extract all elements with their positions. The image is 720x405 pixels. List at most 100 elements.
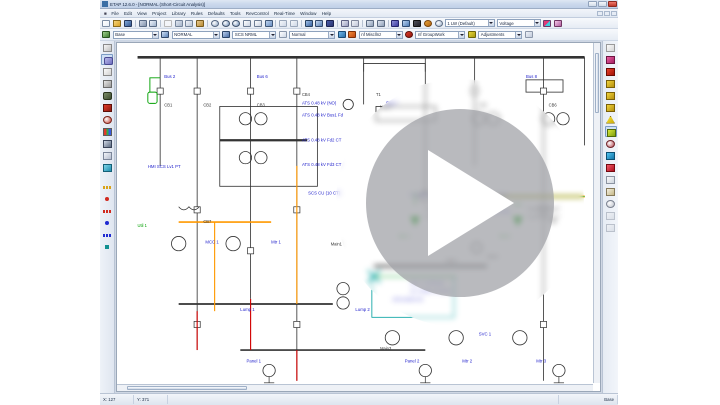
study-case-select[interactable]: SCS NRML [232,30,277,39]
generation-icon[interactable] [337,30,347,39]
menu-item-library[interactable]: Library [171,10,186,16]
led-red-icon[interactable] [101,194,113,205]
mdi-restore-button[interactable] [604,10,610,16]
marker-pen-icon[interactable] [101,102,113,113]
continuity-check-icon[interactable] [304,19,314,28]
revision-icon[interactable] [347,30,357,39]
maximize-button[interactable] [598,1,607,7]
annotation-icon[interactable] [340,19,350,28]
revision-select[interactable]: nf Miscllnz [358,30,403,39]
sort-ascending-icon[interactable] [350,19,360,28]
zoom-fit-icon[interactable] [210,19,220,28]
grid-icon[interactable] [524,30,534,39]
earth-ground-icon[interactable] [101,162,113,173]
help-icon[interactable] [434,19,444,28]
menu-item-file[interactable]: File [111,10,119,16]
adjustment-icon[interactable] [467,30,477,39]
short-circuit-study-icon[interactable] [605,42,617,53]
transformer-icon[interactable] [101,150,113,161]
arc-flash-icon[interactable] [605,102,617,113]
project-toolbar[interactable]: Base NORMAL SCS NRML Normal nf Miscllnz [100,29,618,41]
study-case-icon[interactable] [221,30,231,39]
report-manager-icon[interactable] [605,174,617,185]
copy-icon[interactable] [184,19,194,28]
font-increase-icon[interactable] [242,19,252,28]
display-chevron-down-icon[interactable] [533,20,540,26]
cut-icon[interactable] [174,19,184,28]
report-icon[interactable] [401,19,411,28]
mdi-minimize-button[interactable] [597,10,603,16]
font-decrease-icon[interactable] [253,19,263,28]
groupwork-select[interactable]: nf GroupWork [415,30,466,39]
save-project-icon[interactable] [123,19,133,28]
device-info-icon[interactable] [605,150,617,161]
loading-chevron-down-icon[interactable] [328,31,335,38]
led-teal-icon[interactable] [101,242,113,253]
report-edit-icon[interactable] [605,186,617,197]
menu-item-rules[interactable]: Rules [190,10,203,16]
marker-highlight-icon[interactable] [604,126,617,137]
zoom-out-icon[interactable] [231,19,241,28]
vertical-scroll-thumb[interactable] [595,53,599,113]
horizontal-scroll-thumb[interactable] [127,386,247,390]
menu-item-tools[interactable]: Tools [229,10,241,16]
print-preview-icon[interactable] [148,19,158,28]
base-select[interactable]: Base [112,30,159,39]
warning-triangle-icon[interactable] [605,114,617,125]
chart-bar-icon[interactable] [101,126,113,137]
loading-select[interactable]: Normal [289,30,336,39]
print-icon[interactable] [138,19,148,28]
undo-icon[interactable] [278,19,288,28]
refresh-icon[interactable] [423,19,433,28]
analysis-toolbar-right[interactable] [602,41,618,393]
motor-acceleration-icon[interactable] [605,66,617,77]
alert-view-icon[interactable] [605,138,617,149]
adjustment-select[interactable]: Adjustments [478,30,523,39]
forward-nav-icon[interactable] [376,19,386,28]
menu-item-defaults[interactable]: Defaults [207,10,225,16]
menubar[interactable]: ■ File Edit View Project Library Rules D… [100,9,618,18]
loading-category-icon[interactable] [278,30,288,39]
vertical-scrollbar[interactable] [593,43,600,383]
menu-item-help[interactable]: Help [321,10,332,16]
theme-icon[interactable] [390,19,400,28]
close-button[interactable] [608,1,617,7]
configuration-chevron-down-icon[interactable] [212,31,219,38]
presentation-select[interactable]: 1 LW (Default) [444,19,495,27]
led-blue-icon[interactable] [101,218,113,229]
magnifier-tool-icon[interactable] [101,66,113,77]
led-row-red-icon[interactable] [101,206,113,217]
edit-toolbar-left[interactable] [100,41,115,393]
main-toolbar[interactable]: 1 LW (Default) Voltage [100,18,618,29]
zoom-in-icon[interactable] [221,19,231,28]
select-pointer-icon[interactable] [101,42,113,53]
pan-hand-icon[interactable] [101,54,113,65]
revision-chevron-down-icon[interactable] [395,31,402,38]
study-case-chevron-down-icon[interactable] [269,31,276,38]
configuration-icon[interactable] [160,30,170,39]
groupwork-chevron-down-icon[interactable] [458,31,465,38]
animation-play-icon[interactable] [605,222,617,233]
mdi-window-controls[interactable] [597,10,617,16]
configuration-select[interactable]: NORMAL [171,30,220,39]
load-flow-study-icon[interactable] [605,54,617,65]
harmonic-analysis-icon[interactable] [605,78,617,89]
display-select[interactable]: Voltage [496,19,541,27]
text-box-icon[interactable] [325,19,335,28]
video-thumbnail-frame[interactable]: ETAP 12.6.0 - [NORMAL (Short-Circuit Ana… [100,0,618,405]
menu-item-revcontrol[interactable]: RevControl [245,10,269,16]
grid-toggle-icon[interactable] [264,19,274,28]
window-controls[interactable] [588,1,617,7]
harmonics-icon[interactable] [101,138,113,149]
system-menu-icon[interactable]: ■ [104,10,107,16]
component-library-icon[interactable] [101,78,113,89]
display-options-icon[interactable] [553,19,563,28]
adjustment-chevron-down-icon[interactable] [515,31,522,38]
base-chevron-down-icon[interactable] [151,31,158,38]
groupwork-icon[interactable] [404,30,414,39]
menu-item-realtime[interactable]: Real-Time [273,10,295,16]
horizontal-scrollbar[interactable] [117,384,593,391]
base-revision-icon[interactable] [101,30,111,39]
menu-item-edit[interactable]: Edit [123,10,132,16]
led-row-amber-icon[interactable] [101,182,113,193]
